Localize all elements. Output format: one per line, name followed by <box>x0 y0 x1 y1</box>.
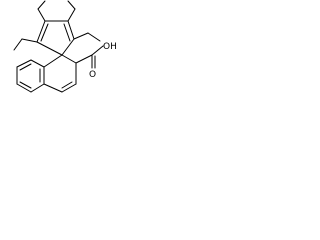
aromatic-ring <box>16 54 63 93</box>
dihydro-bond-c3-c4 <box>61 83 77 93</box>
dihydro-bond-spiro-c2 <box>61 54 77 64</box>
ethyl-topright-bond-2 <box>67 0 76 10</box>
chemical-structure-diagram: OH O <box>13 0 117 93</box>
ethyl-topleft-bond-2 <box>37 0 46 10</box>
arom-bond-c7-c6 <box>16 59 32 68</box>
ring5-bond-left-topleft-double <box>40 23 49 42</box>
ring5-bond-right-spiro <box>61 38 75 56</box>
hydroxyl-label: OH <box>103 42 117 52</box>
ring5-bond-spiro-left <box>36 41 63 56</box>
ethyl-substituents <box>13 0 101 51</box>
ring5-bond-topright-right <box>67 20 75 40</box>
cyclopentadiene-ring <box>36 20 75 56</box>
ethyl-topright-bond-1 <box>67 8 76 22</box>
arom-bond-c7-c6-double <box>19 63 32 71</box>
carboxylic-acid-group: OH O <box>75 42 117 80</box>
arom-bond-c8a-c8 <box>43 54 63 68</box>
dihydro-bond-c4-c4a <box>43 83 63 93</box>
dihydro-bond-c3-c4-double <box>61 81 73 89</box>
arom-bond-c5-c4-double <box>19 81 32 89</box>
ring5-bond-topright-right-double <box>63 23 71 42</box>
ethyl-left-bond-1 <box>21 38 38 43</box>
ethyl-right-bond-2 <box>87 32 101 42</box>
dihydro-ring <box>43 54 77 93</box>
ring5-bond-left-topleft <box>36 20 46 43</box>
carbonyl-oxygen-label: O <box>89 70 96 80</box>
ethyl-topleft-bond-1 <box>37 8 46 22</box>
ethyl-left-bond-2 <box>13 38 23 51</box>
ethyl-right-bond-1 <box>73 32 89 40</box>
cooh-bond-c-oh <box>91 45 104 56</box>
arom-bond-c4-c4a <box>30 83 45 93</box>
arom-bond-c5-c4 <box>16 83 32 93</box>
arom-bond-c8-c7 <box>30 59 45 68</box>
cooh-bond-c2-c <box>75 54 93 64</box>
